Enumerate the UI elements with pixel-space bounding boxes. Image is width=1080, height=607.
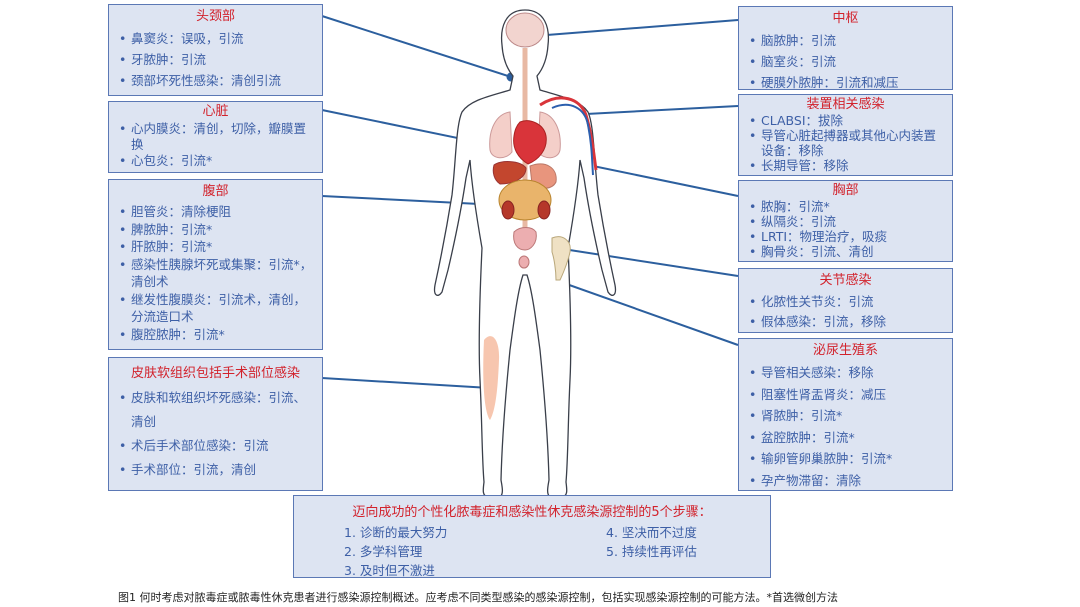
joint-list: 化脓性关节炎：引流 假体感染：引流，移除 xyxy=(739,292,952,332)
abdomen-item: 胆管炎：清除梗阻 xyxy=(117,203,316,221)
abdomen-list: 胆管炎：清除梗阻 脾脓肿：引流* 肝脓肿：引流* 感染性胰腺坏死或集聚：引流*，… xyxy=(109,203,322,343)
connector-joint xyxy=(562,248,739,277)
abdomen-item: 脾脓肿：引流* xyxy=(117,221,316,239)
urogenital-item: 盆腔脓肿：引流* xyxy=(747,427,946,449)
abdomen-item: 肝脓肿：引流* xyxy=(117,238,316,256)
body-outline xyxy=(433,9,617,498)
step-item: 1. 诊断的最大努力 xyxy=(344,525,448,540)
chest-item: 脓胸：引流* xyxy=(747,199,946,214)
joint-box: 关节感染 化脓性关节炎：引流 假体感染：引流，移除 xyxy=(738,268,953,333)
chest-box: 胸部 脓胸：引流* 纵隔炎：引流 LRTI：物理治疗，吸痰 胸骨炎：引流、清创 xyxy=(738,180,953,262)
head-neck-item: 牙脓肿：引流 xyxy=(117,49,316,70)
skin-title: 皮肤软组织包括手术部位感染 xyxy=(130,366,300,381)
step-item: 4. 坚决而不过度 xyxy=(606,525,697,540)
skin-item: 手术部位：引流，清创 xyxy=(117,458,316,482)
heart-title: 心脏 xyxy=(202,104,229,119)
skin-item: 皮肤和软组织坏死感染：引流、清创 xyxy=(117,386,316,434)
cns-title: 中枢 xyxy=(832,11,859,26)
bladder xyxy=(513,227,537,251)
chest-item: 胸骨炎：引流、清创 xyxy=(747,244,946,259)
joint-item: 假体感染：引流，移除 xyxy=(747,312,946,332)
five-steps-box: 迈向成功的个性化脓毒症和感染性休克感染源控制的5个步骤： 1. 诊断的最大努力 … xyxy=(293,495,771,578)
liver xyxy=(492,161,527,185)
connector-skin xyxy=(321,377,491,389)
urogenital-item: 输卵管卵巢脓肿：引流* xyxy=(747,448,946,470)
connector-cns xyxy=(533,19,739,37)
device-list: CLABSI：拔除 导管心脏起搏器或其他心内装置设备：移除 长期导管：移除 xyxy=(739,113,952,173)
urogenital-title: 泌尿生殖系 xyxy=(812,343,878,358)
head-neck-title: 头颈部 xyxy=(195,9,235,24)
step-item: 2. 多学科管理 xyxy=(344,544,423,559)
head-neck-list: 鼻窦炎：误吸，引流 牙脓肿：引流 颈部坏死性感染：清创引流 xyxy=(109,28,322,91)
abdomen-item: 继发性腹膜炎：引流术，清创，分流造口术 xyxy=(117,291,316,326)
joint-title: 关节感染 xyxy=(819,273,872,288)
brain xyxy=(505,12,545,48)
urogenital-box: 泌尿生殖系 导管相关感染：移除 阻塞性肾盂肾炎：减压 肾脓肿：引流* 盆腔脓肿：… xyxy=(738,338,953,491)
connector-head-neck xyxy=(321,15,512,78)
device-item: 长期导管：移除 xyxy=(747,158,946,173)
device-catheter xyxy=(539,96,598,171)
urogenital-item: 导管相关感染：移除 xyxy=(747,362,946,384)
skin-list: 皮肤和软组织坏死感染：引流、清创 术后手术部位感染：引流 手术部位：引流，清创 xyxy=(109,386,322,482)
cns-list: 脑脓肿：引流 脑室炎：引流 硬膜外脓肿：引流和减压 xyxy=(739,30,952,93)
urethra xyxy=(518,255,530,269)
left-lung xyxy=(489,111,513,159)
heart-item: 心内膜炎：清创，切除，瓣膜置换 xyxy=(117,121,316,153)
chest-item: LRTI：物理治疗，吸痰 xyxy=(747,229,946,244)
urogenital-item: 阻塞性肾盂肾炎：减压 xyxy=(747,384,946,406)
abdomen-item: 腹腔脓肿：引流* xyxy=(117,326,316,344)
hip-joint xyxy=(551,236,571,281)
device-line-blue xyxy=(551,103,594,176)
device-item: 导管心脏起搏器或其他心内装置设备：移除 xyxy=(747,128,946,158)
abdomen-box: 腹部 胆管炎：清除梗阻 脾脓肿：引流* 肝脓肿：引流* 感染性胰腺坏死或集聚：引… xyxy=(108,179,323,350)
skin-box: 皮肤软组织包括手术部位感染 皮肤和软组织坏死感染：引流、清创 术后手术部位感染：… xyxy=(108,357,323,491)
skin-item: 术后手术部位感染：引流 xyxy=(117,434,316,458)
right-kidney xyxy=(537,200,551,220)
chest-list: 脓胸：引流* 纵隔炎：引流 LRTI：物理治疗，吸痰 胸骨炎：引流、清创 xyxy=(739,199,952,259)
head-neck-item: 鼻窦炎：误吸，引流 xyxy=(117,28,316,49)
abdomen-title: 腹部 xyxy=(202,184,229,199)
device-box: 装置相关感染 CLABSI：拔除 导管心脏起搏器或其他心内装置设备：移除 长期导… xyxy=(738,94,953,176)
cns-item: 脑室炎：引流 xyxy=(747,51,946,72)
cns-item: 硬膜外脓肿：引流和减压 xyxy=(747,72,946,93)
urogenital-item: 肾脓肿：引流* xyxy=(747,405,946,427)
device-title: 装置相关感染 xyxy=(806,97,885,112)
heart xyxy=(513,120,547,165)
joint-item: 化脓性关节炎：引流 xyxy=(747,292,946,312)
cns-item: 脑脓肿：引流 xyxy=(747,30,946,51)
device-item: CLABSI：拔除 xyxy=(747,113,946,128)
urogenital-list: 导管相关感染：移除 阻塞性肾盂肾炎：减压 肾脓肿：引流* 盆腔脓肿：引流* 输卵… xyxy=(739,362,952,491)
abdomen-item: 感染性胰腺坏死或集聚：引流*，清创术 xyxy=(117,256,316,291)
head-neck-box: 头颈部 鼻窦炎：误吸，引流 牙脓肿：引流 颈部坏死性感染：清创引流 xyxy=(108,4,323,96)
heart-item: 心包炎：引流* xyxy=(117,153,316,169)
connector-device xyxy=(566,105,739,116)
heart-list: 心内膜炎：清创，切除，瓣膜置换 心包炎：引流* xyxy=(109,121,322,169)
leg-skin-infection xyxy=(483,336,500,420)
urogenital-item: 孕产物滞留：清除 xyxy=(747,470,946,492)
chest-title: 胸部 xyxy=(832,183,859,198)
head-neck-item: 颈部坏死性感染：清创引流 xyxy=(117,70,316,91)
left-kidney xyxy=(501,200,515,220)
five-steps-title: 迈向成功的个性化脓毒症和感染性休克感染源控制的5个步骤： xyxy=(352,505,712,520)
cns-box: 中枢 脑脓肿：引流 脑室炎：引流 硬膜外脓肿：引流和减压 xyxy=(738,6,953,93)
chest-item: 纵隔炎：引流 xyxy=(747,214,946,229)
step-item: 3. 及时但不激进 xyxy=(344,563,435,578)
figure-caption: 图1 何时考虑对脓毒症或脓毒性休克患者进行感染源控制概述。应考虑不同类型感染的感… xyxy=(118,591,838,604)
step-item: 5. 持续性再评估 xyxy=(606,544,697,559)
heart-box: 心脏 心内膜炎：清创，切除，瓣膜置换 心包炎：引流* xyxy=(108,101,323,173)
